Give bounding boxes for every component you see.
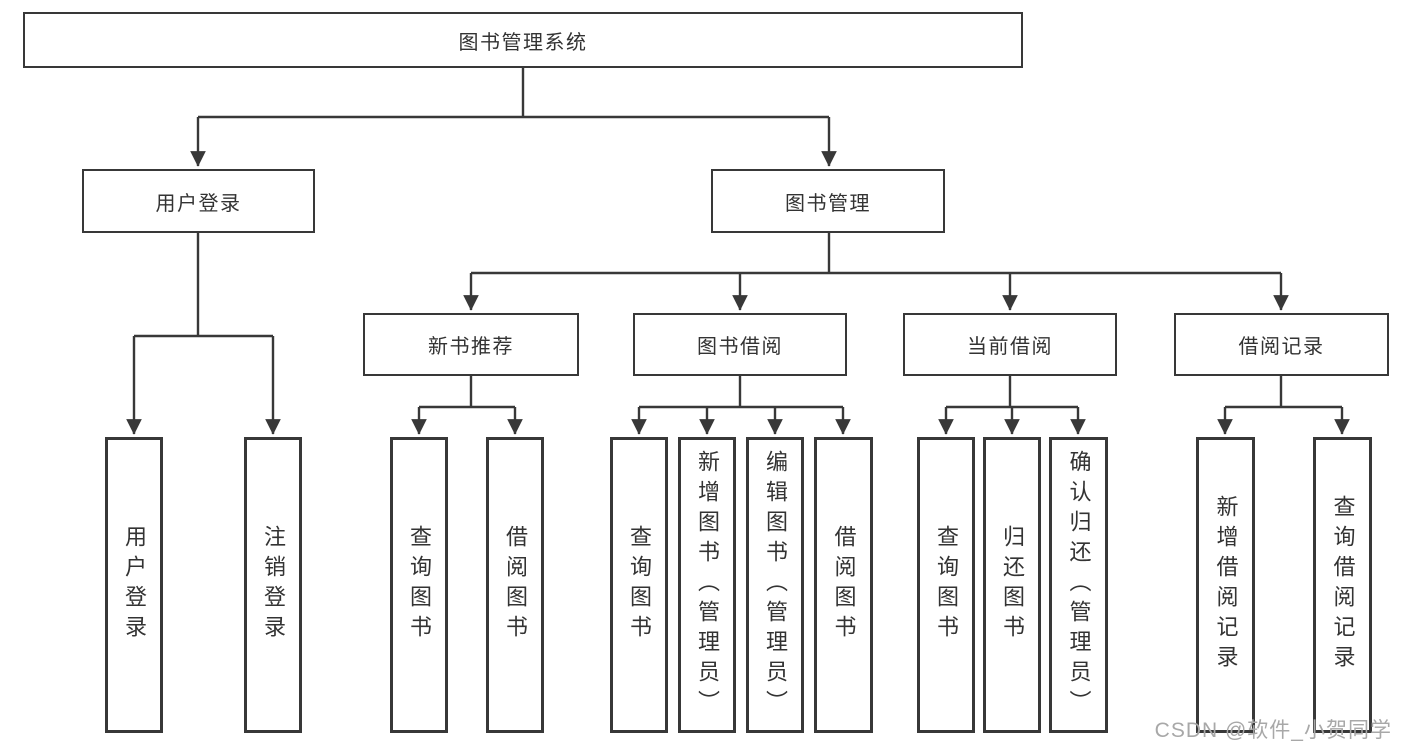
node-label: 当前借阅 bbox=[967, 336, 1053, 358]
edge-borrow-records-stem bbox=[1225, 376, 1342, 409]
leaf-add-borrow-record: 新增借阅记录 bbox=[1196, 437, 1255, 733]
node-label: 用户登录 bbox=[122, 525, 147, 645]
node-current-borrow: 当前借阅 bbox=[903, 313, 1117, 376]
edge-root-stem bbox=[198, 68, 829, 119]
node-label: 确认归还（管理员） bbox=[1066, 450, 1092, 720]
leaf-query-borrow-record: 查询借阅记录 bbox=[1313, 437, 1372, 733]
leaf-query-books-current: 查询图书 bbox=[917, 437, 975, 733]
leaf-query-books-borrow: 查询图书 bbox=[610, 437, 668, 733]
node-label: 查询图书 bbox=[407, 525, 432, 645]
node-label: 新增借阅记录 bbox=[1213, 495, 1239, 675]
node-book-management: 图书管理 bbox=[711, 169, 945, 233]
leaf-query-books-recommend: 查询图书 bbox=[390, 437, 448, 733]
node-borrow-records: 借阅记录 bbox=[1174, 313, 1389, 376]
node-label: 借阅记录 bbox=[1238, 336, 1325, 358]
node-new-book-recommend: 新书推荐 bbox=[363, 313, 579, 376]
edge-new-book-stem bbox=[419, 376, 515, 409]
edge-book-borrow-stem bbox=[639, 376, 843, 409]
node-label: 编辑图书（管理员） bbox=[763, 450, 788, 720]
edge-user-login-stem bbox=[134, 233, 273, 338]
csdn-watermark: CSDN @软件_小贺同学 bbox=[1154, 719, 1392, 742]
leaf-add-book-admin: 新增图书（管理员） bbox=[678, 437, 736, 733]
node-label: 新书推荐 bbox=[428, 336, 514, 358]
node-label: 图书管理系统 bbox=[458, 31, 588, 54]
node-label: 图书借阅 bbox=[697, 336, 783, 358]
leaf-edit-book-admin: 编辑图书（管理员） bbox=[746, 437, 804, 733]
leaf-return-book: 归还图书 bbox=[983, 437, 1041, 733]
node-label: 注销登录 bbox=[261, 525, 286, 645]
node-label: 查询借阅记录 bbox=[1330, 495, 1356, 675]
node-library-system: 图书管理系统 bbox=[23, 12, 1023, 68]
leaf-confirm-return-admin: 确认归还（管理员） bbox=[1049, 437, 1108, 733]
node-label: 借阅图书 bbox=[503, 525, 528, 645]
leaf-user-login: 用户登录 bbox=[105, 437, 163, 733]
node-label: 借阅图书 bbox=[831, 525, 857, 645]
edge-book-mgmt-stem bbox=[471, 233, 1281, 275]
leaf-logout-login: 注销登录 bbox=[244, 437, 302, 733]
node-label: 归还图书 bbox=[1000, 525, 1025, 645]
edge-current-borrow-stem bbox=[946, 376, 1078, 409]
node-label: 图书管理 bbox=[785, 192, 871, 215]
node-label: 用户登录 bbox=[155, 192, 242, 215]
node-label: 新增图书（管理员） bbox=[695, 450, 720, 720]
node-label: 查询图书 bbox=[627, 525, 652, 645]
leaf-borrow-books-recommend: 借阅图书 bbox=[486, 437, 544, 733]
node-label: 查询图书 bbox=[934, 525, 959, 645]
leaf-borrow-books: 借阅图书 bbox=[814, 437, 873, 733]
node-book-borrow: 图书借阅 bbox=[633, 313, 847, 376]
node-user-login: 用户登录 bbox=[82, 169, 315, 233]
